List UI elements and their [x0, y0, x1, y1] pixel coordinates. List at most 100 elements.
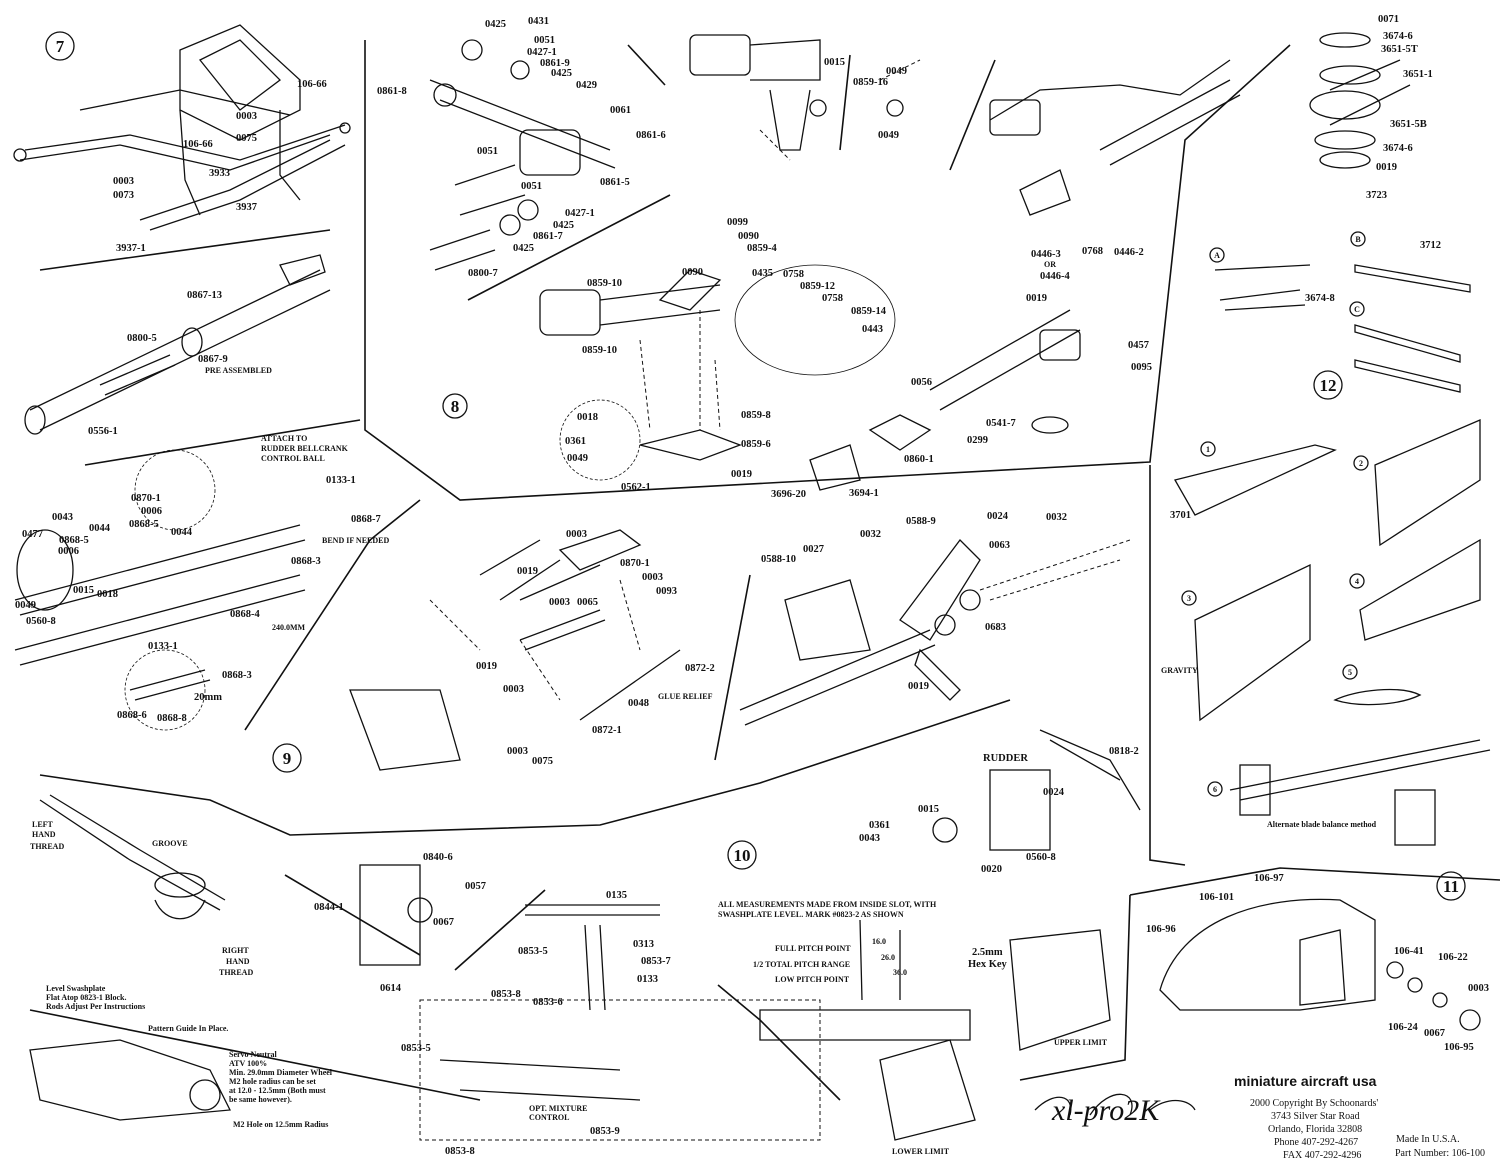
- xl-pro-logo: xl-pro2K: [1051, 1094, 1161, 1127]
- part-label: 3674-6: [1383, 143, 1413, 154]
- part-label: 0868-7: [351, 514, 381, 525]
- part-label: 0019: [476, 661, 497, 672]
- section-9-number: 9: [283, 749, 292, 768]
- part-label: 0020: [981, 864, 1002, 875]
- part-labels-main-shaft: 0425 0431 0051 0427-1 0861-9 0425 0429 0…: [377, 16, 666, 279]
- part-labels-tail-rotor: 0588-10 0027 0032 0588-9 0024 0063 0032 …: [761, 511, 1067, 692]
- part-label: 3651-1: [1403, 69, 1433, 80]
- part-label: 3712: [1420, 240, 1441, 251]
- section-11-number: 11: [1443, 877, 1459, 896]
- part-label: 0044: [89, 523, 111, 534]
- part-label: 0048: [628, 698, 649, 709]
- step-5: 5: [1348, 668, 1352, 677]
- part-label: 3701: [1170, 510, 1191, 521]
- part-label: 0859-10: [582, 345, 617, 356]
- part-label: 0067: [1424, 1028, 1445, 1039]
- part-labels-landing-gear: 106-66 0003 0075 106-66 3933 0003 0073 3…: [113, 79, 327, 254]
- part-labels-throttle: 0840-6 0057 0844-1 0067 0614 0135 0313 0…: [314, 852, 671, 1157]
- part-label: 0431: [528, 16, 549, 27]
- part-label: OR: [1044, 260, 1056, 269]
- part-label: 0361: [565, 436, 586, 447]
- part-label: 0853-5: [401, 1043, 431, 1054]
- part-label: 0614: [380, 983, 402, 994]
- part-label: 106-22: [1438, 952, 1468, 963]
- hex-key-line-1: 2.5mm: [972, 947, 1003, 958]
- part-label: 0560-8: [26, 616, 56, 627]
- part-label: 106-101: [1199, 892, 1234, 903]
- part-label: 3674-8: [1305, 293, 1335, 304]
- part-label: 0032: [1046, 512, 1067, 523]
- right-thread-line-2: HAND: [226, 957, 250, 966]
- part-label: 0844-1: [314, 902, 344, 913]
- part-label: 0427-1: [527, 47, 557, 58]
- part-label: 0758: [822, 293, 843, 304]
- part-label: 3694-1: [849, 488, 879, 499]
- part-label: 0758: [783, 269, 804, 280]
- part-labels-top-right: 0015 0049 0859-16 0049 0071 3674-6 3651-…: [824, 14, 1433, 201]
- part-label: 0425: [551, 68, 572, 79]
- hex-key-sketch: [879, 929, 1111, 1141]
- step-6: 6: [1213, 785, 1217, 794]
- part-label: 0003: [642, 572, 663, 583]
- swash-note-1: Level Swashplate: [46, 984, 106, 993]
- part-label: 0049: [886, 66, 907, 77]
- servo-note-3: Min. 29.0mm Diameter Wheel: [229, 1068, 333, 1077]
- part-label: 0032: [860, 529, 881, 540]
- head-assembly-sketch: [989, 59, 1241, 216]
- step-4: 4: [1355, 577, 1359, 586]
- part-label: 0859-8: [741, 410, 771, 421]
- part-label: 0024: [987, 511, 1009, 522]
- part-label: 0541-7: [986, 418, 1016, 429]
- part-label: 0425: [485, 19, 506, 30]
- made-in-usa: Made In U.S.A.: [1396, 1134, 1460, 1145]
- right-thread-line-3: THREAD: [219, 968, 253, 977]
- part-label: 0024: [1043, 787, 1065, 798]
- footer-block: xl-pro2K miniature aircraft usa 2000 Cop…: [1034, 1073, 1485, 1161]
- servo-note-2: ATV 100%: [229, 1059, 267, 1068]
- attach-note-line-3: CONTROL BALL: [261, 454, 325, 463]
- panel-dividers: [29, 40, 1500, 1101]
- part-label: 0560-8: [1026, 852, 1056, 863]
- landing-gear-sketch: [13, 24, 351, 231]
- part-label: 0427-1: [565, 208, 595, 219]
- part-label: 0853-8: [445, 1146, 475, 1157]
- address-line: 3743 Silver Star Road: [1271, 1111, 1360, 1122]
- part-label: 0043: [859, 833, 880, 844]
- part-label: 0872-2: [685, 663, 715, 674]
- pattern-guide-note: Pattern Guide In Place.: [148, 1024, 228, 1033]
- measurement-note-1: ALL MEASUREMENTS MADE FROM INSIDE SLOT, …: [718, 900, 937, 909]
- part-labels-tail-hub: 0099 0090 0859-4 0859-10 0090 0435 0758 …: [565, 217, 887, 493]
- part-label: 0003: [549, 597, 570, 608]
- part-label: 0872-1: [592, 725, 622, 736]
- part-label: 0853-9: [590, 1126, 620, 1137]
- part-label: 0588-10: [761, 554, 796, 565]
- part-label: 0861-7: [533, 231, 563, 242]
- tail-rotor-control-sketch: [14, 449, 306, 731]
- blade-sketches: [1174, 264, 1491, 846]
- part-label: 106-24: [1388, 1022, 1418, 1033]
- part-label: 0861-5: [600, 177, 630, 188]
- part-label: 0095: [1131, 362, 1152, 373]
- tail-hub-top-sketch: [689, 34, 921, 161]
- copyright-line: 2000 Copyright By Schoonards': [1250, 1098, 1378, 1109]
- rotor-blade-grips-sketch: [1309, 32, 1411, 169]
- part-label: 0015: [73, 585, 94, 596]
- part-label: 0099: [727, 217, 748, 228]
- part-label: 0425: [513, 243, 534, 254]
- part-label: 106-41: [1394, 946, 1424, 957]
- mixture-note-line-2: CONTROL: [529, 1113, 569, 1122]
- part-label: 0093: [656, 586, 677, 597]
- part-label: 0853-6: [533, 997, 563, 1008]
- part-label: 106-66: [183, 139, 213, 150]
- part-label: 3651-5T: [1381, 44, 1418, 55]
- main-shaft-sketch: [429, 39, 616, 271]
- part-label: 0868-3: [222, 670, 252, 681]
- part-label: 0051: [477, 146, 498, 157]
- part-label: 0361: [869, 820, 890, 831]
- pitch-gauge-notes: ALL MEASUREMENTS MADE FROM INSIDE SLOT, …: [718, 900, 1108, 1156]
- part-label: 0562-1: [621, 482, 651, 493]
- glue-relief-note: GLUE RELIEF: [658, 692, 713, 701]
- part-label: 0015: [918, 804, 939, 815]
- city-line: Orlando, Florida 32808: [1268, 1124, 1362, 1135]
